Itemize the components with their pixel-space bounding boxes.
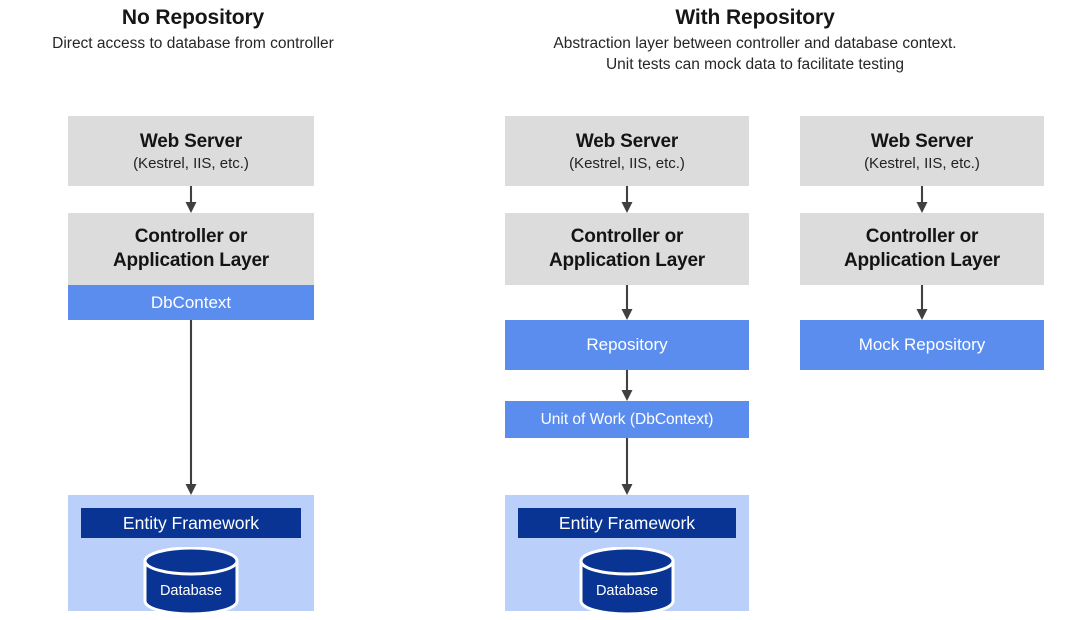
right-column-title: With Repository (675, 6, 835, 29)
right-column-subtitle-line1: Abstraction layer between controller and… (553, 35, 957, 52)
web-server-sublabel: (Kestrel, IIS, etc.) (864, 154, 980, 172)
repository-label: Repository (586, 335, 668, 354)
web-server-label: Web Server (575, 130, 679, 152)
arrow-controller-to-mock-repository (916, 285, 928, 320)
entity-framework-container-left: Entity Framework Database (68, 495, 314, 616)
arrow-repository-to-unit-of-work (621, 370, 633, 401)
mock-repository-label: Mock Repository (858, 335, 986, 354)
controller-box-middle[interactable]: Controller or Application Layer (505, 213, 749, 285)
web-server-label: Web Server (870, 130, 974, 152)
unit-of-work-label: Unit of Work (DbContext) (540, 410, 714, 428)
web-server-box-right[interactable]: Web Server (Kestrel, IIS, etc.) (800, 116, 1044, 186)
controller-label-line2: Application Layer (112, 250, 270, 271)
controller-box-right[interactable]: Controller or Application Layer (800, 213, 1044, 285)
arrow-dbcontext-to-entity-framework (185, 320, 197, 495)
arrow-web-server-to-controller-left (185, 186, 197, 213)
dbcontext-label: DbContext (150, 292, 232, 312)
controller-label-line1: Controller or (570, 226, 684, 247)
controller-label-line2: Application Layer (843, 250, 1001, 271)
web-server-box-left[interactable]: Web Server (Kestrel, IIS, etc.) (68, 116, 314, 186)
arrow-unit-of-work-to-entity-framework (621, 438, 633, 495)
web-server-sublabel: (Kestrel, IIS, etc.) (569, 154, 685, 172)
arrow-web-server-to-controller-right (916, 186, 928, 213)
left-column-subtitle: Direct access to database from controlle… (52, 35, 334, 52)
arrow-controller-to-repository (621, 285, 633, 320)
unit-of-work-box[interactable]: Unit of Work (DbContext) (505, 401, 749, 438)
left-column-title: No Repository (121, 6, 265, 29)
controller-label-line2: Application Layer (548, 250, 706, 271)
controller-label-line1: Controller or (134, 226, 248, 247)
database-cylinder-left[interactable]: Database (142, 546, 240, 616)
right-column-subtitle-line2: Unit tests can mock data to facilitate t… (605, 56, 905, 73)
mock-repository-box[interactable]: Mock Repository (800, 320, 1044, 370)
web-server-label: Web Server (139, 130, 243, 152)
repository-box[interactable]: Repository (505, 320, 749, 370)
entity-framework-bar-middle[interactable]: Entity Framework (518, 508, 736, 538)
web-server-box-middle[interactable]: Web Server (Kestrel, IIS, etc.) (505, 116, 749, 186)
web-server-sublabel: (Kestrel, IIS, etc.) (133, 154, 249, 172)
entity-framework-container-middle: Entity Framework Database (505, 495, 749, 616)
controller-label-line1: Controller or (865, 226, 979, 247)
arrow-web-server-to-controller-middle (621, 186, 633, 213)
controller-box-left[interactable]: Controller or Application Layer (68, 213, 314, 285)
entity-framework-bar-left[interactable]: Entity Framework (81, 508, 301, 538)
database-cylinder-middle[interactable]: Database (578, 546, 676, 616)
dbcontext-box[interactable]: DbContext (68, 285, 314, 320)
